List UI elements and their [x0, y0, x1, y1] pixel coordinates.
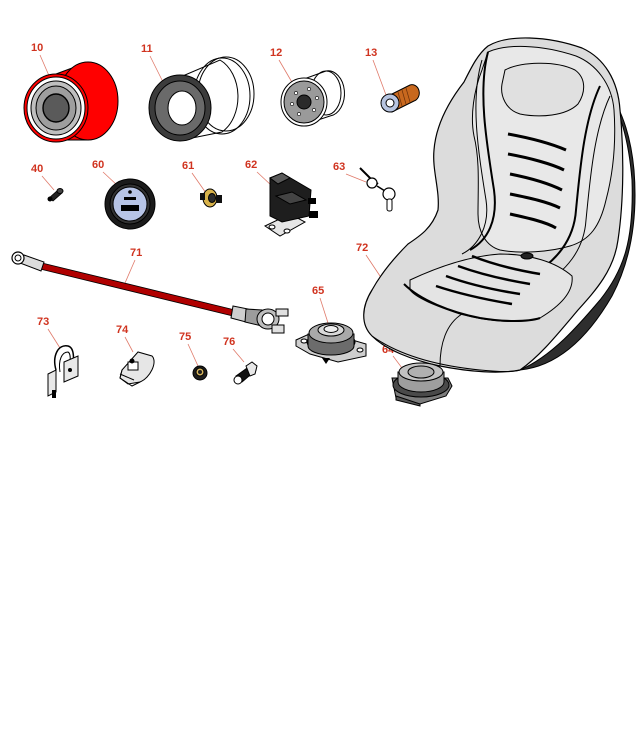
latch-bracket-icon[interactable]: [47, 345, 79, 398]
seat-switch-icon[interactable]: [295, 322, 367, 364]
callout-76[interactable]: 76: [223, 336, 235, 348]
callout-62[interactable]: 62: [245, 159, 257, 171]
callout-72[interactable]: 72: [356, 242, 368, 254]
filter-canister-white-icon[interactable]: [148, 56, 255, 142]
callout-75[interactable]: 75: [179, 331, 191, 343]
key-icon[interactable]: [359, 167, 396, 212]
callout-73[interactable]: 73: [37, 316, 49, 328]
callout-65[interactable]: 65: [312, 285, 324, 297]
callout-10[interactable]: 10: [31, 42, 43, 54]
callout-13[interactable]: 13: [365, 47, 377, 59]
plug-icon[interactable]: [233, 361, 258, 385]
callout-63[interactable]: 63: [333, 161, 345, 173]
callout-12[interactable]: 12: [270, 47, 282, 59]
small-fitting-icon[interactable]: [47, 188, 64, 202]
gauge-icon[interactable]: [104, 178, 156, 230]
grommet-icon[interactable]: [192, 365, 208, 381]
callout-labels: 10 11 12 13 40 60 61 62 63 71 72 65 64 7…: [31, 42, 395, 356]
cable-rod-icon[interactable]: [11, 251, 289, 334]
callout-40[interactable]: 40: [31, 163, 43, 175]
filter-canister-red-icon[interactable]: [23, 61, 119, 143]
oil-filter-icon[interactable]: [280, 70, 345, 127]
clamp-icon[interactable]: [119, 351, 155, 387]
ignition-switch-icon[interactable]: [200, 188, 222, 208]
callout-60[interactable]: 60: [92, 159, 104, 171]
callout-74[interactable]: 74: [116, 324, 129, 336]
callout-71[interactable]: 71: [130, 247, 142, 259]
cup-holder-icon[interactable]: [391, 362, 453, 407]
callout-61[interactable]: 61: [182, 160, 194, 172]
callout-11[interactable]: 11: [141, 43, 153, 55]
relay-bracket-icon[interactable]: [263, 172, 318, 237]
fuel-filter-icon[interactable]: [380, 84, 420, 113]
seat-icon[interactable]: [363, 37, 636, 373]
